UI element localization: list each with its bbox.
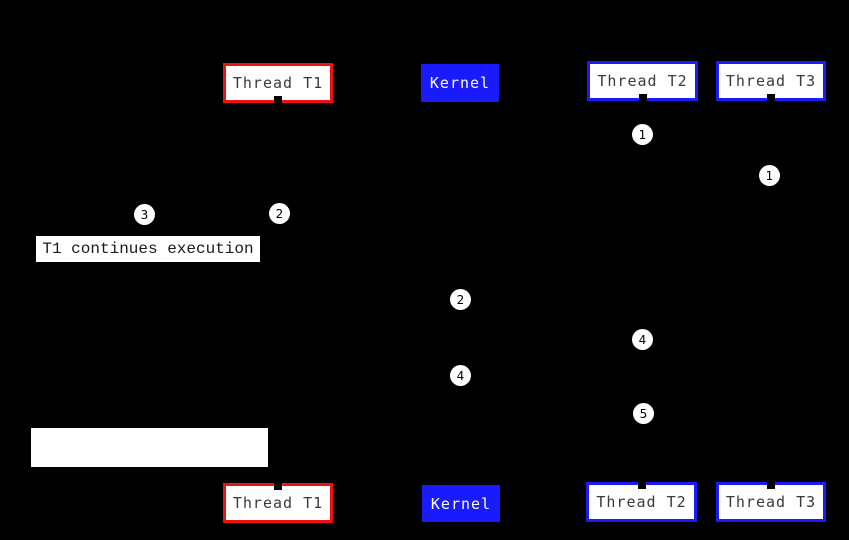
step-marker-1-thread-t3: 1 — [759, 165, 780, 186]
thread-t1-box-bottom: Thread T1 — [223, 483, 333, 523]
step-marker-2-kernel: 2 — [450, 289, 471, 310]
step-marker-3: 3 — [134, 204, 155, 225]
step-marker-5-thread-t2: 5 — [633, 403, 654, 424]
kernel-box-bottom: Kernel — [422, 485, 500, 522]
arrow-notch — [274, 96, 282, 103]
thread-t1-label-bottom: Thread T1 — [232, 494, 324, 512]
kernel-box-top: Kernel — [421, 64, 499, 102]
thread-t2-box-top: Thread T2 — [587, 61, 698, 101]
arrow-notch — [638, 94, 647, 101]
thread-t3-label-bottom: Thread T3 — [725, 493, 817, 511]
step-marker-4-kernel: 4 — [450, 365, 471, 386]
arrow-notch — [767, 482, 775, 489]
thread-t2-box-bottom: Thread T2 — [586, 482, 697, 522]
kernel-label-top: Kernel — [429, 74, 491, 92]
thread-t3-box-bottom: Thread T3 — [716, 482, 826, 522]
thread-t1-box-top: Thread T1 — [223, 63, 333, 103]
arrow-notch — [274, 483, 282, 490]
arrow-notch — [767, 94, 775, 101]
step-marker-2-thread-t1: 2 — [269, 203, 290, 224]
thread-t2-label-top: Thread T2 — [597, 72, 688, 90]
t1-continues-label: T1 continues execution — [36, 236, 260, 262]
thread-t3-box-top: Thread T3 — [716, 61, 826, 101]
blank-label — [31, 428, 268, 467]
thread-t2-label-bottom: Thread T2 — [596, 493, 687, 511]
thread-t1-label-top: Thread T1 — [232, 74, 324, 92]
step-marker-1-thread-t2: 1 — [632, 124, 653, 145]
kernel-label-bottom: Kernel — [430, 494, 492, 513]
thread-t3-label-top: Thread T3 — [725, 72, 817, 90]
arrow-notch — [637, 482, 646, 489]
step-marker-4-thread-t2: 4 — [632, 329, 653, 350]
